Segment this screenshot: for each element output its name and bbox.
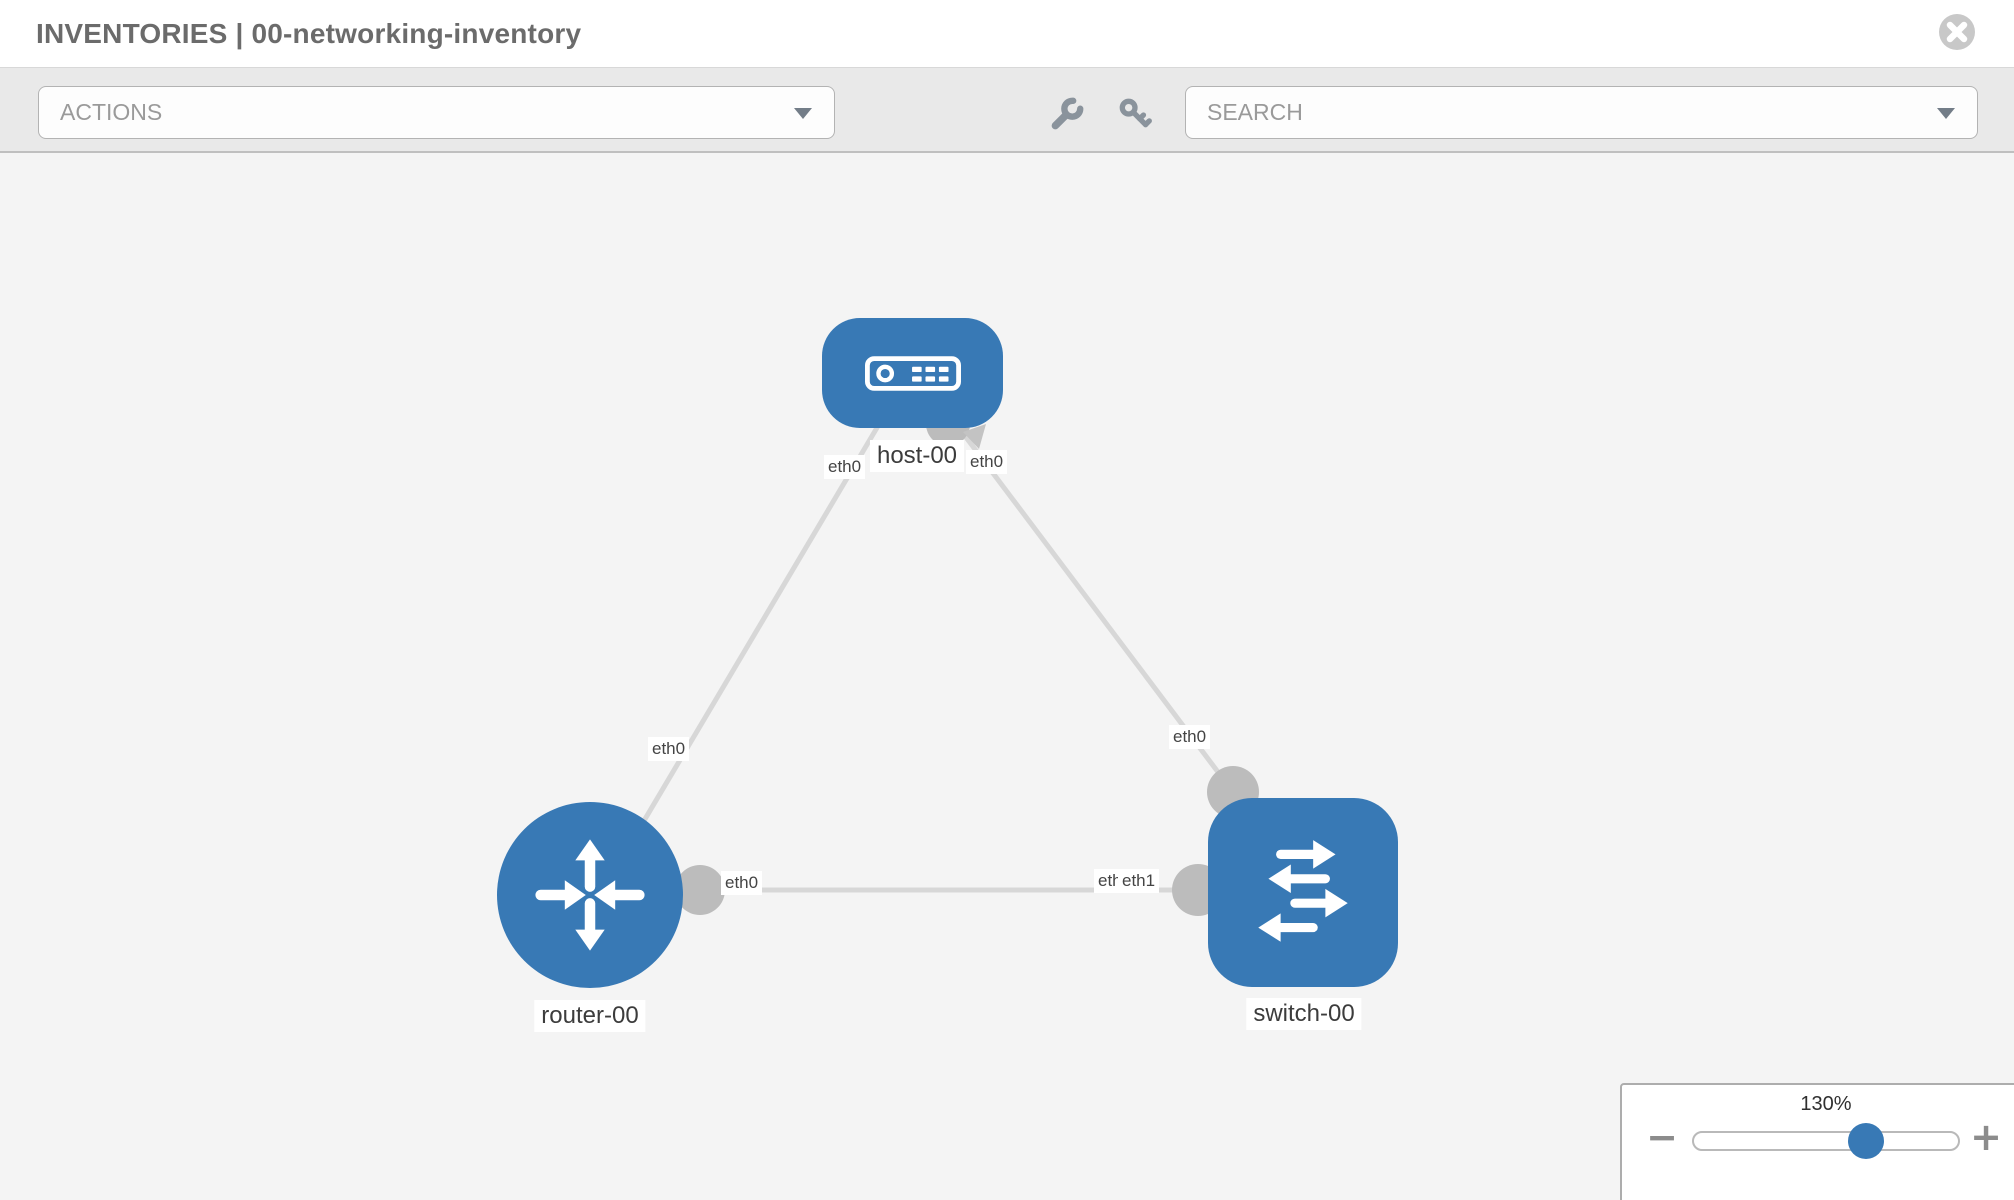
toolbar: ACTIONS SEARCH	[0, 68, 2014, 153]
page-title: INVENTORIES | 00-networking-inventory	[36, 18, 582, 49]
actions-dropdown-label: ACTIONS	[60, 99, 163, 125]
header: INVENTORIES | 00-networking-inventory	[0, 0, 2014, 68]
configure-button[interactable]	[1047, 96, 1087, 132]
zoom-level-value: 130%	[1800, 1093, 1852, 1115]
actions-dropdown[interactable]: ACTIONS	[38, 86, 835, 139]
node-label-switch-00: switch-00	[1246, 998, 1362, 1030]
search-dropdown[interactable]: SEARCH	[1185, 86, 1978, 139]
node-switch-00[interactable]	[1208, 798, 1398, 987]
chevron-down-icon	[1937, 108, 1955, 119]
zoom-slider-track[interactable]	[1692, 1123, 1960, 1159]
zoom-slider-knob[interactable]	[1848, 1123, 1884, 1159]
node-host-00[interactable]	[822, 318, 1003, 428]
port-router-eth0	[675, 865, 725, 915]
node-router-00[interactable]	[497, 802, 683, 988]
interface-label-router-port: eth0	[721, 871, 763, 895]
link-host-router	[629, 424, 881, 843]
link-arrowhead	[963, 424, 986, 449]
topology-canvas[interactable]: host-00 router-00 switch-00 eth0 eth0 et…	[0, 153, 2014, 1200]
node-label-router-00: router-00	[534, 1000, 646, 1032]
zoom-in-button[interactable]: +	[1964, 1115, 2008, 1159]
topology-links-layer	[629, 402, 1259, 916]
chevron-down-icon	[794, 108, 812, 119]
credentials-button[interactable]	[1115, 96, 1155, 132]
router-arrows-icon	[535, 839, 645, 951]
interface-label-switch-port: eth1	[1118, 869, 1160, 893]
interface-label-host-switch-link: eth0	[1169, 725, 1211, 749]
zoom-out-button[interactable]: −	[1640, 1115, 1684, 1159]
search-dropdown-label: SEARCH	[1207, 99, 1303, 125]
interface-label-host-left: eth0	[824, 455, 866, 479]
interface-label-host-router-link: eth0	[648, 737, 690, 761]
key-icon	[1119, 98, 1152, 128]
wrench-icon	[1051, 97, 1084, 130]
close-icon	[1939, 14, 1975, 50]
switch-arrows-icon	[1258, 839, 1348, 942]
interface-label-host-right: eth0	[966, 450, 1008, 474]
close-button[interactable]	[1938, 13, 1976, 51]
node-label-host-00: host-00	[869, 440, 965, 472]
server-icon	[864, 355, 961, 391]
zoom-panel: 130% − +	[1620, 1083, 2014, 1200]
